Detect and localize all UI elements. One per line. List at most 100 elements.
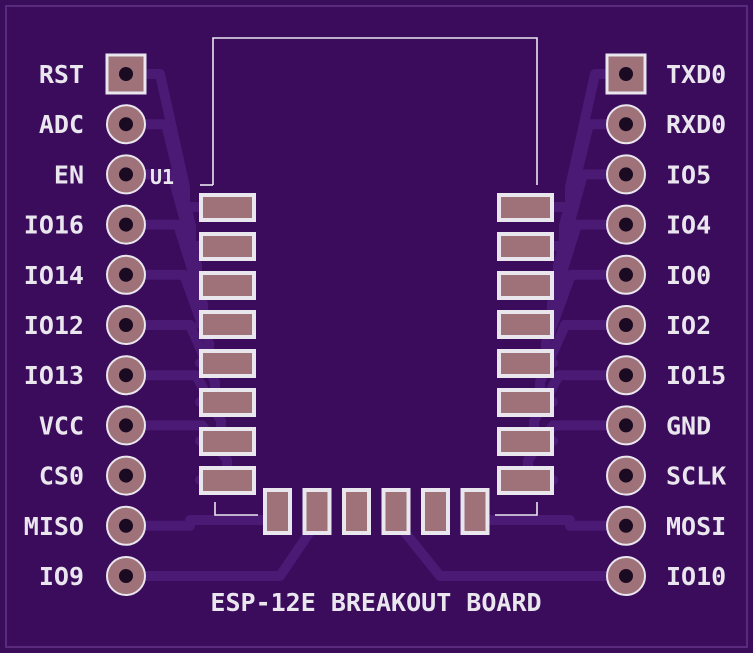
header-pin-right: MOSI	[606, 505, 726, 546]
module-pad	[342, 488, 371, 535]
header-pin-left: IO14	[24, 254, 146, 295]
esp12e-footprint	[199, 37, 554, 535]
module-pad	[199, 310, 256, 339]
module-pad	[199, 388, 256, 417]
header-pin-left: IO13	[24, 355, 146, 396]
pin-label: IO10	[666, 562, 726, 591]
module-pad	[497, 466, 554, 495]
pin-label: IO9	[39, 562, 84, 591]
module-pad	[497, 427, 554, 456]
header-pin-right: GND	[606, 405, 711, 446]
drill-hole	[619, 117, 633, 132]
drill-hole	[119, 418, 133, 433]
pin-label: MOSI	[666, 512, 726, 541]
module-pad	[497, 193, 554, 222]
module-pad	[199, 349, 256, 378]
header-pin-right: IO2	[606, 305, 711, 345]
drill-hole	[119, 468, 133, 483]
header-pin-right: IO5	[606, 154, 711, 195]
pin-label: GND	[666, 411, 711, 440]
drill-hole	[119, 569, 133, 583]
drill-hole	[619, 167, 633, 182]
drill-hole	[119, 167, 133, 182]
drill-hole	[619, 318, 633, 332]
square-pad	[605, 53, 647, 95]
trace-left	[121, 515, 323, 581]
drill-hole	[119, 368, 133, 383]
drill-hole	[619, 468, 633, 483]
pin-label: CS0	[39, 462, 84, 491]
header-pin-left: IO12	[24, 305, 146, 345]
header-pin-left: ADC	[39, 104, 146, 145]
drill-hole	[119, 318, 133, 332]
header-pin-left: IO16	[24, 204, 146, 245]
header-pin-right: IO0	[606, 254, 711, 295]
trace-left	[121, 515, 270, 531]
module-pad	[460, 488, 490, 535]
header-pin-left: VCC	[39, 405, 146, 446]
header-pin-left: EN	[54, 154, 146, 195]
pin-label: SCLK	[666, 462, 726, 491]
drill-hole	[619, 418, 633, 433]
drill-hole	[619, 67, 633, 81]
pin-label: IO12	[24, 311, 84, 340]
pin-label: IO2	[666, 311, 711, 340]
header-pin-right: IO10	[606, 556, 726, 596]
drill-hole	[619, 368, 633, 383]
pin-label: IO4	[666, 211, 711, 240]
module-pad	[497, 232, 554, 261]
pin-label: IO14	[24, 261, 84, 290]
antenna-outline	[212, 37, 538, 185]
drill-hole	[619, 217, 633, 232]
module-pad	[421, 488, 450, 535]
silk-corner	[214, 502, 258, 516]
module-pad	[199, 427, 256, 456]
module-pad	[199, 193, 256, 222]
board-title: ESP-12E BREAKOUT BOARD	[210, 588, 541, 617]
module-pad	[381, 488, 411, 535]
drill-hole	[119, 267, 133, 282]
pin-label: RXD0	[666, 110, 726, 139]
module-pad	[199, 232, 256, 261]
drill-hole	[619, 569, 633, 583]
pin-label: TXD0	[666, 60, 726, 89]
trace-right	[390, 515, 631, 581]
pin-label: VCC	[39, 411, 84, 440]
module-pad	[497, 310, 554, 339]
drill-hole	[119, 217, 133, 232]
module-pad	[302, 488, 332, 535]
module-pad	[497, 349, 554, 378]
pin-label: MISO	[24, 512, 84, 541]
header-pin-right: SCLK	[606, 455, 726, 496]
header-pin-right: IO4	[606, 204, 711, 245]
header-pin-left: CS0	[39, 455, 146, 496]
drill-hole	[119, 117, 133, 132]
pin-label: RST	[39, 60, 84, 89]
pin-label: IO16	[24, 211, 84, 240]
pin-label: ADC	[39, 110, 84, 139]
silk-corner	[495, 502, 538, 516]
pin-label: EN	[54, 160, 84, 189]
module-pad	[199, 466, 256, 495]
header-pin-left: MISO	[24, 505, 146, 546]
header-pin-left: IO9	[39, 556, 146, 596]
pin-label: IO13	[24, 361, 84, 390]
header-pin-right: IO15	[606, 355, 726, 396]
drill-hole	[619, 267, 633, 282]
header-pin-left: RST	[39, 53, 147, 95]
drill-hole	[619, 518, 633, 533]
pin-label: IO15	[666, 361, 726, 390]
drill-hole	[119, 67, 133, 81]
module-pad	[497, 271, 554, 300]
module-pad	[199, 271, 256, 300]
drill-hole	[119, 518, 133, 533]
header-pin-right: TXD0	[605, 53, 726, 95]
pin-label: IO0	[666, 261, 711, 290]
pin-label: IO5	[666, 160, 711, 189]
module-pad	[263, 488, 292, 535]
module-pad	[497, 388, 554, 417]
trace-right	[485, 515, 631, 531]
